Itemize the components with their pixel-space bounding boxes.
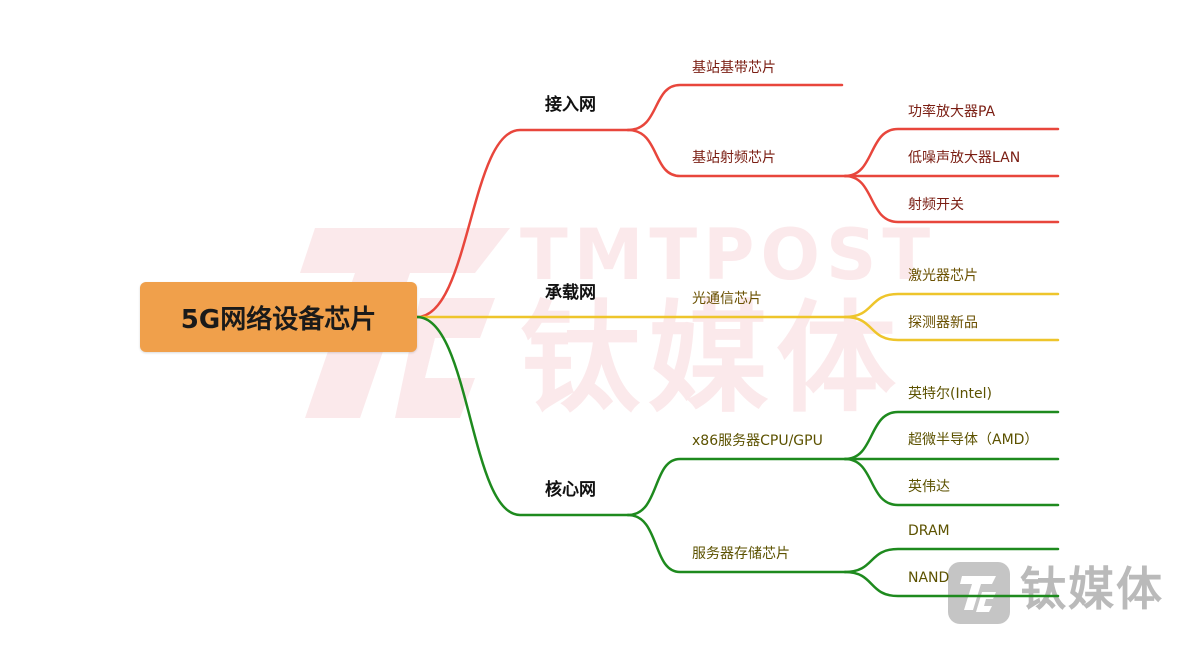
- node-baseband-chip[interactable]: 基站基带芯片: [692, 60, 776, 76]
- connector-storage-nand: [843, 570, 1060, 598]
- node-power-amplifier[interactable]: 功率放大器PA: [908, 104, 996, 120]
- node-detector-product[interactable]: 探测器新品: [908, 315, 978, 331]
- node-intel[interactable]: 英特尔(Intel): [908, 386, 992, 402]
- connector-optical-detector: [843, 315, 1060, 342]
- root-node-label: 5G网络设备芯片: [180, 304, 377, 335]
- node-transport-network[interactable]: 承载网: [545, 283, 596, 303]
- node-nand[interactable]: NAND: [908, 570, 950, 586]
- connector-rf-switch: [843, 174, 1060, 224]
- node-amd[interactable]: 超微半导体（AMD）: [908, 432, 1039, 448]
- node-laser-chip[interactable]: 激光器芯片: [908, 268, 978, 284]
- connector-core-cpu: [626, 457, 847, 517]
- node-rf-switch[interactable]: 射频开关: [908, 197, 964, 213]
- corner-watermark-text: 钛媒体: [1020, 562, 1164, 616]
- node-rf-chip[interactable]: 基站射频芯片: [692, 150, 776, 166]
- connector-core-storage: [626, 513, 847, 574]
- node-dram[interactable]: DRAM: [908, 523, 950, 539]
- connector-access-baseband: [626, 83, 844, 132]
- watermark-latin: TMTPOST: [520, 214, 937, 296]
- node-nvidia[interactable]: 英伟达: [908, 479, 950, 495]
- connector-optical-laser: [843, 292, 1060, 319]
- connector-storage-dram: [843, 547, 1060, 574]
- node-server-cpu-gpu[interactable]: x86服务器CPU/GPU: [692, 433, 823, 449]
- node-low-noise-amplifier[interactable]: 低噪声放大器LAN: [908, 150, 1021, 166]
- connector-root-access: [415, 128, 630, 319]
- connector-access-rf: [626, 128, 847, 178]
- node-access-network[interactable]: 接入网: [545, 95, 596, 115]
- tmtpost-corner-logo-icon: [948, 562, 1010, 624]
- node-optical-chip[interactable]: 光通信芯片: [692, 291, 762, 307]
- connector-root-core: [415, 315, 630, 517]
- connector-cpu-intel: [843, 410, 1060, 461]
- root-node[interactable]: 5G网络设备芯片: [140, 282, 417, 352]
- watermark-cjk: 钛媒体: [520, 290, 904, 429]
- tmtpost-logo-watermark-icon: [300, 228, 510, 418]
- connector-cpu-nvidia: [843, 457, 1060, 507]
- node-server-storage-chip[interactable]: 服务器存储芯片: [692, 546, 790, 562]
- connector-rf-pa: [843, 127, 1060, 178]
- node-core-network[interactable]: 核心网: [545, 480, 596, 500]
